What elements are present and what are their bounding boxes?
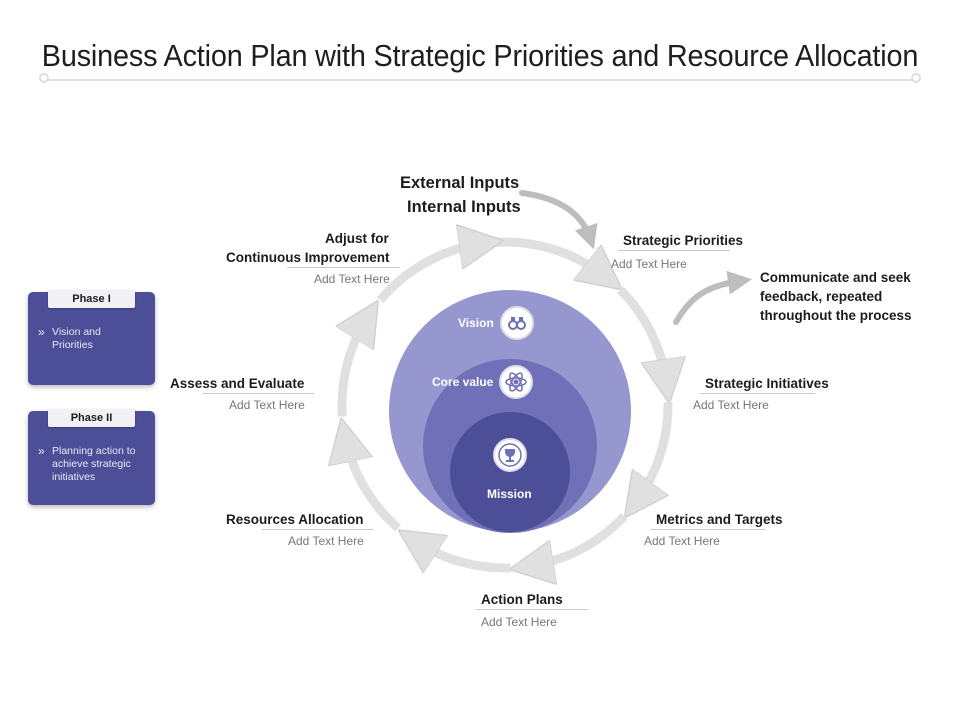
cycle-arrow-8 bbox=[376, 244, 482, 304]
cycle-arrow-2 bbox=[617, 286, 666, 383]
phase-tab-1: Phase I bbox=[48, 290, 135, 308]
phase-text-1: Vision and Priorities bbox=[52, 326, 101, 351]
phase-text-2: Planning action to achieve strategic ini… bbox=[52, 445, 136, 483]
stage-strategic-initiatives: Strategic Initiatives bbox=[705, 376, 829, 391]
cycle-arrow-3 bbox=[637, 402, 673, 501]
stage-strategic-priorities: Strategic Priorities bbox=[623, 233, 744, 248]
stage-underline bbox=[700, 393, 815, 394]
stage-placeholder: Add Text Here bbox=[693, 398, 769, 412]
inputs-arrow bbox=[519, 190, 598, 250]
phase-tab-2: Phase II bbox=[48, 409, 135, 427]
cycle-arrow-5 bbox=[416, 542, 511, 568]
vision-label: Vision bbox=[458, 316, 494, 330]
cycle-arrow-7 bbox=[342, 319, 367, 417]
stage-placeholder: Add Text Here bbox=[481, 615, 557, 629]
stage-underline bbox=[651, 529, 765, 530]
cycle-arrow-1 bbox=[487, 237, 605, 277]
feedback-arrow bbox=[673, 270, 752, 325]
stage-underline bbox=[287, 267, 400, 268]
stage-placeholder: Add Text Here bbox=[611, 257, 687, 271]
stage-metrics-targets: Metrics and Targets bbox=[656, 512, 783, 527]
divider-dot-right bbox=[911, 73, 921, 83]
phase-card-1: Phase I » Vision and Priorities bbox=[28, 290, 155, 385]
stage-placeholder: Add Text Here bbox=[644, 534, 720, 548]
stage-underline bbox=[262, 529, 373, 530]
external-inputs-label: External Inputs bbox=[400, 174, 520, 192]
internal-inputs-label: Internal Inputs bbox=[407, 198, 521, 216]
stage-underline bbox=[203, 393, 314, 394]
mission-label: Mission bbox=[487, 487, 532, 501]
stage-resources-allocation: Resources Allocation bbox=[226, 512, 364, 527]
stage-adjust-line1: Adjust for bbox=[325, 231, 389, 246]
phase-bullet-1: » bbox=[38, 325, 45, 339]
stage-adjust-line2: Continuous Improvement bbox=[226, 250, 390, 265]
binoculars-icon bbox=[500, 306, 534, 340]
atom-heart-icon bbox=[499, 365, 533, 399]
page-title: Business Action Plan with Strategic Prio… bbox=[41, 38, 919, 73]
stage-placeholder: Add Text Here bbox=[288, 534, 364, 548]
stage-action-plans: Action Plans bbox=[481, 592, 563, 607]
title-divider bbox=[44, 79, 916, 81]
trophy-target-icon bbox=[493, 438, 527, 472]
stage-assess-evaluate: Assess and Evaluate bbox=[170, 376, 305, 391]
stage-underline bbox=[618, 250, 730, 251]
phase-card-2: Phase II » Planning action to achieve st… bbox=[28, 409, 155, 505]
stage-placeholder: Add Text Here bbox=[314, 272, 390, 286]
stage-placeholder: Add Text Here bbox=[229, 398, 305, 412]
core-value-label: Core value bbox=[432, 375, 494, 389]
stage-underline bbox=[476, 609, 588, 610]
mission-circle bbox=[450, 412, 570, 532]
cycle-arrow-6 bbox=[346, 439, 402, 532]
cycle-arrow-4 bbox=[531, 513, 628, 566]
phase-bullet-2: » bbox=[38, 444, 45, 458]
feedback-note: Communicate and seek feedback, repeated … bbox=[760, 270, 912, 323]
divider-dot-left bbox=[39, 73, 49, 83]
cycle-ring bbox=[342, 242, 668, 568]
